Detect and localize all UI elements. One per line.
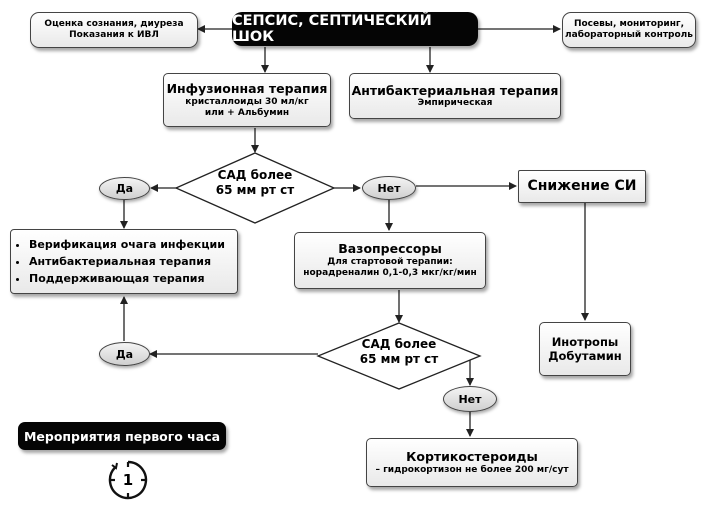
- corticosteroids-heading: Кортикостероиды: [406, 449, 538, 465]
- page-title-text: СЕПСИС, СЕПТИЧЕСКИЙ ШОК: [232, 13, 432, 45]
- antibacterial-sub: Эмпирическая: [417, 98, 493, 109]
- inotropes-line2: Добутамин: [548, 349, 622, 363]
- infusion-box: Инфузионная терапия кристаллоиды 30 мл/к…: [163, 73, 331, 127]
- checklist-item: Верификация очага инфекции: [29, 236, 225, 253]
- corticosteroids-line1: – гидрокортизон не более 200 мг/сут: [375, 464, 569, 475]
- decision1-diamond: [174, 152, 336, 224]
- no2-node: Нет: [443, 386, 497, 412]
- first-hour-label: Мероприятия первого часа: [23, 428, 221, 444]
- decision1-line2: 65 мм рт ст: [215, 183, 295, 197]
- inotropes-line1: Инотропы: [551, 334, 619, 349]
- yes2-label: Да: [115, 347, 134, 361]
- no1-label: Нет: [377, 181, 401, 195]
- decision1-line1: САД более: [217, 168, 293, 182]
- monitoring-line2: лабораторный контроль: [565, 30, 693, 40]
- infusion-line1: кристаллоиды 30 мл/кг: [185, 96, 309, 107]
- no2-label: Нет: [458, 392, 482, 406]
- decision2-diamond: [316, 322, 482, 390]
- no1-node: Нет: [362, 176, 416, 200]
- vasopressors-line1: Для стартовой терапии:: [327, 257, 453, 268]
- decision2-line1: САД более: [361, 337, 437, 351]
- monitoring-line1: Посевы, мониторинг,: [573, 18, 685, 29]
- decision1-text: САД более 65 мм рт ст: [196, 168, 314, 198]
- checklist-item: Поддерживающая терапия: [29, 270, 225, 287]
- vasopressors-box: Вазопрессоры Для стартовой терапии: нора…: [294, 232, 486, 289]
- checklist: Верификация очага инфекции Антибактериал…: [11, 236, 225, 287]
- decision2-text: САД более 65 мм рт ст: [340, 337, 458, 367]
- decision2-line2: 65 мм рт ст: [359, 352, 439, 366]
- antibacterial-box: Антибактериальная терапия Эмпирическая: [349, 73, 561, 119]
- infusion-line2: или + Альбумин: [204, 107, 290, 118]
- corticosteroids-box: Кортикостероиды – гидрокортизон не более…: [366, 438, 578, 487]
- yes1-node: Да: [99, 177, 150, 200]
- assessment-box: Оценка сознания, диуреза Показания к ИВЛ: [30, 12, 198, 48]
- page-title: СЕПСИС, СЕПТИЧЕСКИЙ ШОК: [232, 12, 478, 46]
- first-hour-banner: Мероприятия первого часа: [18, 422, 226, 450]
- assessment-line2: Показания к ИВЛ: [69, 30, 159, 40]
- checklist-box: Верификация очага инфекции Антибактериал…: [10, 229, 238, 294]
- vasopressors-heading: Вазопрессоры: [338, 241, 442, 257]
- yes2-node: Да: [99, 342, 150, 366]
- reduce-si-box: Снижение СИ: [518, 170, 646, 203]
- vasopressors-line2: норадреналин 0,1-0,3 мкг/кг/мин: [303, 268, 477, 279]
- checklist-item: Антибактериальная терапия: [29, 253, 225, 270]
- antibacterial-heading: Антибактериальная терапия: [351, 82, 559, 98]
- assessment-line1: Оценка сознания, диуреза: [44, 18, 184, 29]
- infusion-heading: Инфузионная терапия: [166, 80, 328, 96]
- clock-icon: [108, 460, 148, 500]
- yes1-label: Да: [115, 182, 134, 195]
- monitoring-box: Посевы, мониторинг, лабораторный контрол…: [562, 12, 696, 48]
- reduce-si-label: Снижение СИ: [527, 177, 637, 194]
- clock-number: 1: [122, 471, 134, 489]
- inotropes-box: Инотропы Добутамин: [539, 322, 631, 376]
